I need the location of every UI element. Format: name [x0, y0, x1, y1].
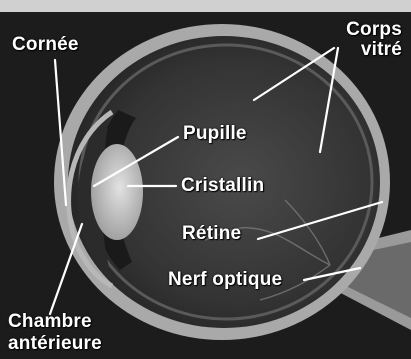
label-anterior-chamber-line1: Chambre: [8, 312, 92, 332]
label-pupil: Pupille: [183, 124, 247, 144]
label-optic-nerve: Nerf optique: [168, 270, 282, 290]
label-vitreous-line1: Corps: [336, 20, 402, 40]
label-lens: Cristallin: [181, 176, 264, 196]
label-cornea: Cornée: [12, 35, 79, 55]
label-anterior-chamber-line2: antérieure: [8, 334, 102, 354]
label-retina: Rétine: [182, 224, 241, 244]
light-top-strip: [0, 0, 411, 12]
label-vitreous-line2: vitré: [336, 40, 402, 60]
lens: [91, 144, 143, 240]
